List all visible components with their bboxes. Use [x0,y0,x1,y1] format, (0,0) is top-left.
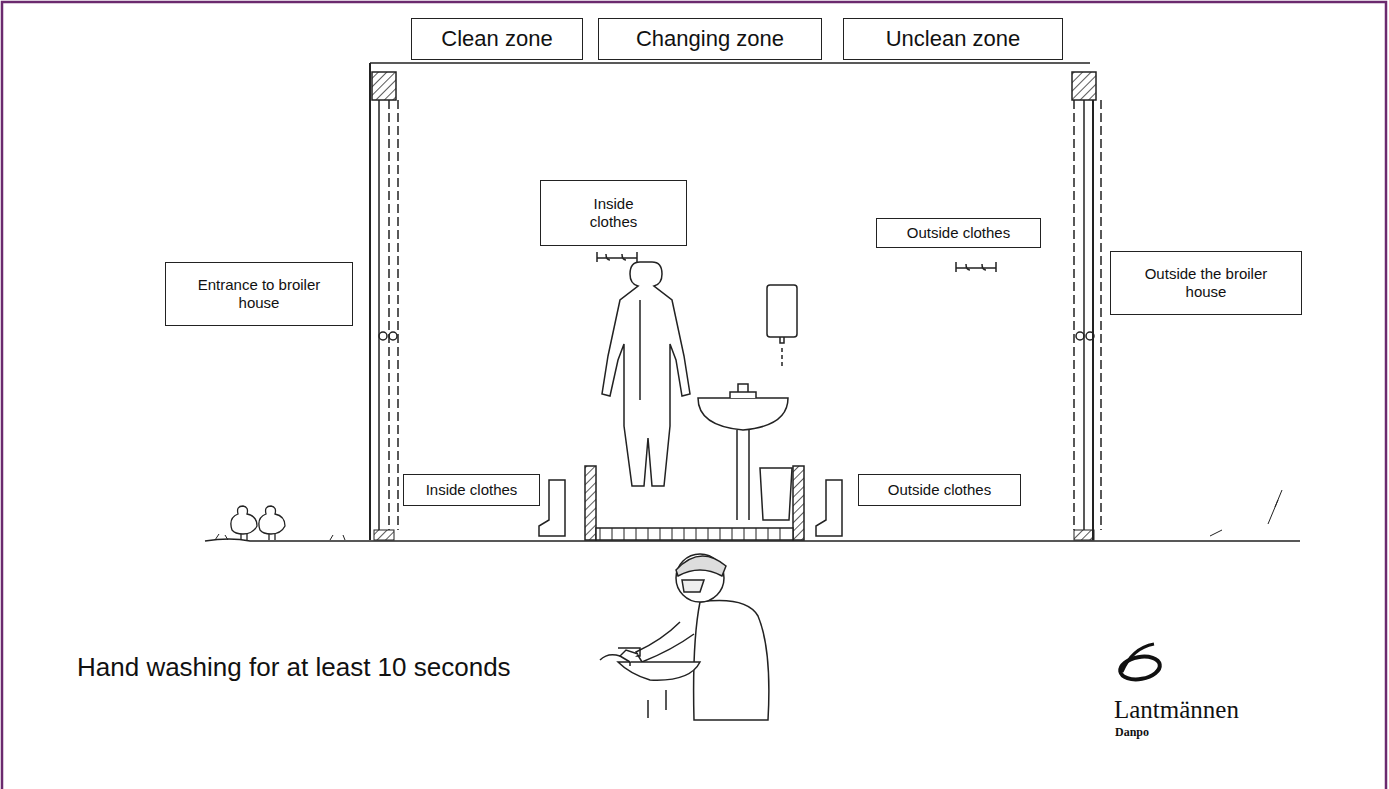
bench-part-part [768,528,769,540]
clothes-label: Inside clothes [540,180,687,246]
building-part [1072,72,1096,100]
coat-hooks-part [597,252,637,262]
chickens-part [259,506,285,534]
logo-text: Lantmännen [1114,696,1239,724]
bench-part-part [624,528,625,540]
building-part [1210,490,1282,536]
bench-part-part [600,528,601,540]
person-washing-hands-part [682,580,704,592]
building-part [1086,332,1094,340]
building-part [370,62,1090,64]
bench-part-part [708,528,709,540]
chickens-part [241,534,275,540]
zone-label: Clean zone [411,18,583,60]
label-text: Inside clothes [569,195,659,231]
logo-swirl-part [1122,644,1154,672]
clothes-label: Inside clothes [403,474,540,506]
bench-part-part [672,528,673,540]
sink-part [698,398,788,430]
bench-part-part [612,528,613,540]
soap-dispenser [767,285,797,366]
sink-part [737,430,749,520]
location-label: Entrance to broiler house [165,262,353,326]
bench-part-part [660,528,661,540]
building-part [372,72,396,100]
label-text: Changing zone [636,26,784,52]
building-part [1076,332,1084,340]
boots-part [816,480,842,536]
label-text: Outside clothes [888,481,991,499]
person-washing-hands [600,554,769,720]
building-part [1083,100,1085,530]
coverall-part [602,262,690,486]
person-washing-hands-part [620,650,638,662]
instruction-text: Hand washing for at least 10 seconds [77,652,511,683]
chickens [231,506,285,540]
logo-subtext: Danpo [1115,725,1149,740]
bench-part-part [684,528,685,540]
boots [539,480,842,536]
label-text: Outside the broiler house [1126,265,1286,301]
person-washing-hands-part [676,556,726,576]
zone-label: Unclean zone [843,18,1063,60]
bench-part-part [780,528,781,540]
chickens-part [231,506,257,534]
logo-swirl [1118,644,1161,682]
building-part [388,100,390,530]
location-label: Outside the broiler house [1110,251,1302,315]
label-text: Inside clothes [426,481,518,499]
sink-part [730,384,756,398]
building-part [215,534,345,540]
building-part [1092,100,1094,540]
bench-part-part [636,528,637,540]
coverall-part [639,300,641,400]
bench-part-part [756,528,757,540]
bench-part [793,466,804,540]
building-part [1100,100,1102,530]
clothes-label: Outside clothes [876,218,1041,248]
building-part [378,100,380,530]
label-text: Outside clothes [907,224,1010,242]
building-part [1074,530,1094,540]
sink [698,384,792,520]
bench-part-part [744,528,745,540]
clothes-label: Outside clothes [858,474,1021,506]
coat-hooks-part [956,262,996,272]
bench-part [585,466,596,540]
building-part [1073,100,1075,530]
bench-part-part [732,528,733,540]
bench [585,466,804,540]
building-part [379,332,387,340]
boots-part [539,480,565,536]
bench-part-part [696,528,697,540]
bench-part-part [648,528,649,540]
soap-dispenser-part [767,285,797,337]
sink-part [760,468,792,520]
person-washing-hands-part [694,601,769,720]
building-part [369,63,371,540]
bench-part-part [720,528,721,540]
person-washing-hands-part [636,622,694,662]
building-part [374,530,394,540]
person-washing-hands-part [648,690,666,718]
soap-dispenser-part [780,337,784,366]
bench-part [596,528,793,540]
person-washing-hands-part [600,648,640,666]
building-part [389,332,397,340]
zone-label: Changing zone [598,18,822,60]
building-part [397,100,399,530]
label-text: Entrance to broiler house [184,276,334,312]
label-text: Unclean zone [886,26,1021,52]
coverall [602,262,690,486]
label-text: Clean zone [441,26,552,52]
bench-part [600,528,780,540]
